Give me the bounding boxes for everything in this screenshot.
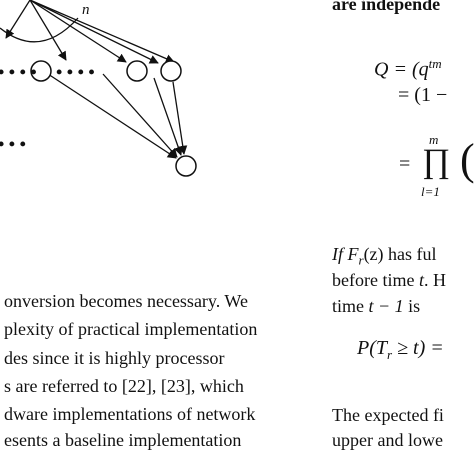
edge-4 bbox=[29, 0, 159, 64]
para1-line2-b: t bbox=[418, 270, 424, 290]
left-line-3: des since it is highly processor bbox=[4, 348, 225, 368]
para1-line3-b: t − 1 bbox=[368, 296, 404, 316]
prod-upper: m bbox=[429, 132, 439, 147]
para1-line3-c: is bbox=[403, 296, 421, 316]
para1-line3: time t − 1 is bbox=[332, 294, 420, 318]
eq1-sup: tm bbox=[428, 56, 442, 71]
para1-line3-a: time bbox=[332, 296, 369, 316]
ellipsis-top: • • • • bbox=[0, 62, 37, 82]
network-diagram: n • • • • • • • • • • • bbox=[0, 0, 197, 177]
prod-lower: l=1 bbox=[421, 184, 440, 199]
para1-if: If F bbox=[332, 244, 359, 264]
edge-2 bbox=[29, 0, 67, 61]
node-a bbox=[30, 60, 52, 82]
ellipsis-bottom: • • • bbox=[0, 134, 26, 154]
right-top-text: are independe bbox=[332, 0, 441, 14]
para1-line1: If Fr(z) has ful bbox=[332, 242, 437, 273]
edge-9 bbox=[172, 81, 188, 155]
eq3-rest: ≥ t) = bbox=[392, 337, 444, 359]
edge-8 bbox=[102, 73, 178, 158]
para1-line2-c: . H bbox=[423, 270, 446, 290]
prod-symbol: ∏ bbox=[422, 143, 450, 180]
para1-line2: before time t. H bbox=[332, 268, 446, 292]
prod-paren: ( bbox=[460, 135, 474, 184]
para1-sub: r bbox=[358, 252, 364, 268]
para1-rest: (z) has ful bbox=[363, 244, 437, 264]
para2-line1: The expected fi bbox=[332, 405, 444, 425]
left-line-6: esents a baseline implementation bbox=[4, 430, 242, 450]
equation-q: Q = (qtm bbox=[374, 52, 442, 82]
ellipsis-mid: • • • • bbox=[56, 62, 95, 82]
prod-eq: = bbox=[399, 153, 411, 175]
edge-label-n: n bbox=[82, 2, 90, 18]
eq3-sub: r bbox=[387, 347, 393, 362]
left-line-4: s are referred to [22], [23], which bbox=[4, 376, 244, 396]
equation-3: P(Tr ≥ t) = bbox=[357, 336, 444, 367]
left-line-1: onversion becomes necessary. We bbox=[4, 291, 248, 311]
edge-1 bbox=[5, 0, 31, 39]
node-b bbox=[126, 60, 148, 82]
edge-6 bbox=[153, 77, 183, 156]
left-line-2: plexity of practical implementation bbox=[4, 319, 258, 339]
para1-line2-a: before time bbox=[332, 270, 419, 290]
equation-2: = (1 − bbox=[398, 84, 448, 106]
node-d bbox=[175, 155, 197, 177]
left-line-5: dware implementations of network bbox=[4, 404, 256, 424]
para2-line2: upper and lowe bbox=[332, 430, 443, 450]
eq1-lhs: Q = (q bbox=[374, 58, 429, 81]
edge-7 bbox=[47, 73, 177, 159]
edge-5 bbox=[29, 0, 175, 63]
node-c bbox=[160, 60, 182, 82]
edge-3 bbox=[29, 0, 127, 63]
eq3-lhs: P(T bbox=[357, 337, 387, 359]
